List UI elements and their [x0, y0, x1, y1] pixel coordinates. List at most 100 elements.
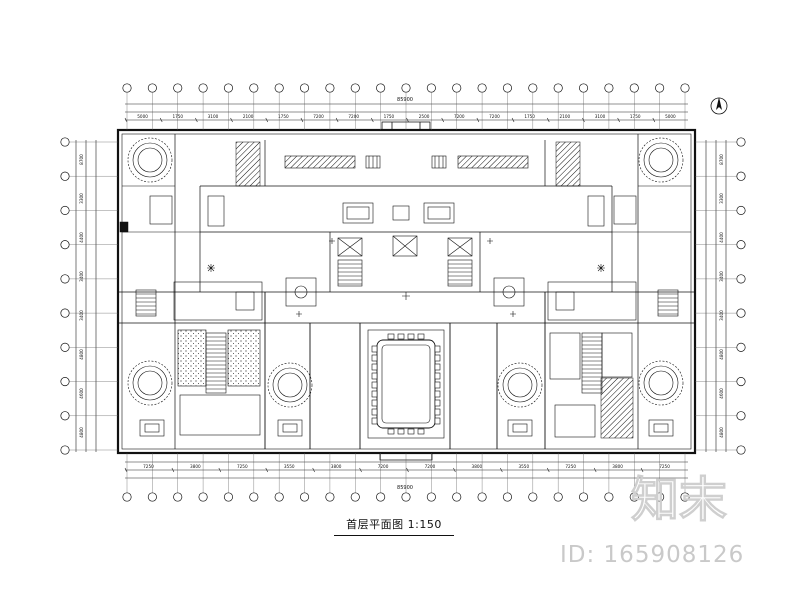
- sofa-table-2: [512, 423, 528, 433]
- top-dim-tick-2: [195, 117, 198, 123]
- axis-bubble-bottom-17: [553, 492, 563, 502]
- chair-left-6: [371, 399, 378, 407]
- table-chairs-ring-2: [127, 360, 173, 406]
- lounges: [173, 277, 637, 321]
- bottom-dim-tick-7: [453, 467, 456, 473]
- axis-bubble-top-13: [452, 83, 462, 93]
- chair-left-7: [371, 408, 378, 416]
- axis-bubble-right-9: [736, 445, 746, 455]
- entrance-porch: [379, 121, 433, 461]
- axis-bubble-left-1: [60, 171, 70, 181]
- axis-bubble-bottom-3: [198, 492, 208, 502]
- axis-bubble-right-5: [736, 308, 746, 318]
- axis-bubble-bottom-15: [502, 492, 513, 502]
- axis-bubble-left-5: [60, 308, 70, 318]
- bottom-dim-5: 7200: [378, 464, 389, 469]
- axis-bubble-bottom-11: [401, 492, 411, 502]
- axis-bubble-right-1: [736, 171, 746, 181]
- axis-bubble-top-21: [655, 83, 665, 93]
- axis-bubble-left-4: [60, 274, 70, 284]
- top-dim-15: 5000: [665, 114, 676, 119]
- chair-right-2: [434, 363, 441, 371]
- chair-top-0: [387, 333, 395, 340]
- axis-bubble-top-11: [401, 83, 411, 93]
- axis-bubble-left-9: [60, 445, 70, 455]
- top-dim-tick-12: [546, 117, 550, 123]
- round-table-lazy-susan-0: [137, 147, 163, 173]
- axis-bubble-bottom-0: [122, 492, 132, 502]
- axis-bubble-bottom-7: [299, 492, 310, 502]
- axis-bubble-bottom-18: [578, 492, 589, 502]
- right-dim-6: 4600: [719, 388, 724, 399]
- bottom-dim-tick-3: [265, 467, 269, 473]
- top-dim-tick-9: [441, 117, 444, 123]
- chair-right-7: [434, 408, 441, 416]
- round-table-lazy-susan-4: [507, 372, 533, 398]
- axis-bubble-right-6: [736, 342, 746, 352]
- axis-bubble-top-5: [249, 83, 259, 93]
- axis-bubble-top-2: [173, 83, 183, 93]
- axis-bubble-right-3: [736, 240, 746, 250]
- sofa-table-1: [282, 423, 298, 433]
- top-dim-4: 1750: [278, 114, 289, 119]
- axis-bubble-right-8: [736, 411, 746, 421]
- building-outline: [116, 128, 697, 455]
- chair-bottom-3: [417, 428, 425, 435]
- left-dim-3: 3400: [79, 271, 84, 282]
- round-table-lazy-susan-3: [277, 372, 303, 398]
- sofa-set-2: [507, 419, 533, 437]
- bottom-dim-4: 3800: [331, 464, 342, 469]
- axis-bubble-top-22: [680, 83, 690, 93]
- axis-bubble-top-17: [553, 83, 563, 93]
- bottom-dim-9: 7250: [565, 464, 576, 469]
- lobby-furniture: [149, 195, 637, 227]
- top-dim-1: 1750: [172, 114, 183, 119]
- conference-chairs: [371, 333, 441, 435]
- chair-bottom-0: [387, 428, 395, 435]
- title-underline: [334, 535, 454, 536]
- chair-right-1: [434, 354, 441, 362]
- axis-bubble-bottom-12: [426, 492, 436, 502]
- bottom-dim-tick-9: [546, 467, 550, 473]
- axis-extension-lines: [69, 92, 737, 493]
- bottom-dim-1: 3800: [190, 464, 201, 469]
- axis-bubble-left-3: [60, 240, 70, 250]
- top-dim-tick-5: [300, 117, 304, 123]
- elevators-stairs: [135, 235, 679, 394]
- bottom-dim-2: 7250: [237, 464, 248, 469]
- top-dim-tick-1: [159, 117, 163, 123]
- axis-bubble-top-6: [274, 83, 284, 93]
- hatched-walls: [119, 141, 634, 439]
- overall-dimension-bottom: 85900: [397, 485, 413, 491]
- left-dim-4: 3400: [79, 310, 84, 321]
- chair-right-6: [434, 399, 441, 407]
- top-dim-8: 2500: [419, 114, 430, 119]
- chair-right-3: [434, 372, 441, 380]
- bottom-dim-tick-0: [124, 467, 128, 473]
- round-table-1: [643, 142, 679, 178]
- top-dim-5: 7200: [313, 114, 324, 119]
- drawing-title: 首层平面图 1:150: [346, 518, 442, 531]
- top-dim-tick-0: [124, 117, 128, 123]
- chair-bottom-1: [397, 428, 405, 435]
- axis-bubble-top-3: [198, 83, 208, 93]
- top-dim-2: 3100: [208, 114, 219, 119]
- round-table-2: [132, 365, 168, 401]
- north-arrow: [710, 97, 728, 115]
- axis-bubble-bottom-16: [528, 492, 538, 502]
- top-dim-tick-15: [652, 117, 656, 123]
- bottom-dim-tick-5: [359, 467, 362, 473]
- drawing-title-block: 首层平面图 1:150: [334, 516, 454, 536]
- axis-bubble-bottom-6: [274, 492, 284, 502]
- top-dim-tick-11: [511, 117, 515, 123]
- chair-right-0: [434, 345, 441, 353]
- chair-top-2: [407, 333, 415, 340]
- axis-bubble-top-7: [299, 83, 310, 93]
- stair-treads: [136, 263, 678, 390]
- bottom-dim-tick-6: [406, 467, 409, 473]
- axis-bubble-right-0: [736, 137, 746, 147]
- axis-bubble-right-4: [736, 274, 746, 284]
- bottom-dim-tick-8: [500, 467, 503, 473]
- axis-bubble-top-18: [578, 83, 589, 93]
